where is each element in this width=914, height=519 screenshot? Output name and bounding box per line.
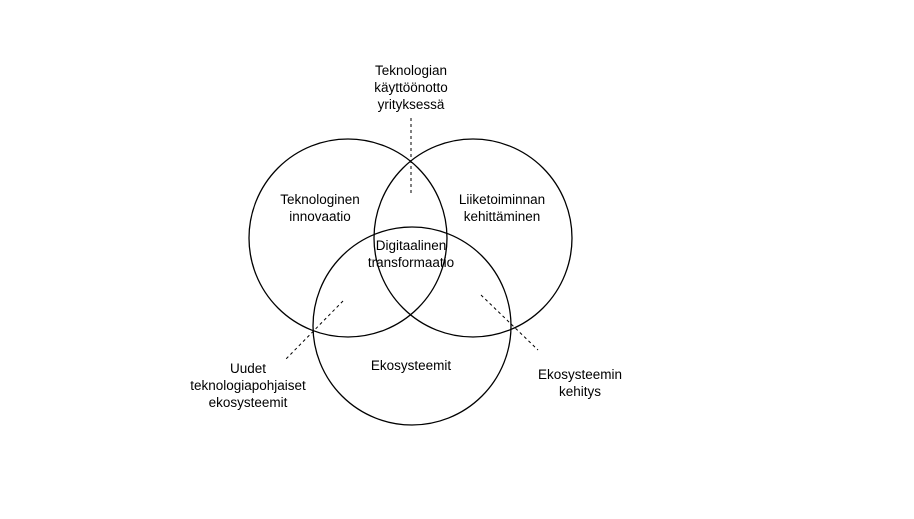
callout-technology-adoption: Teknologian käyttöönotto yrityksessä [374,63,448,112]
label-digital-transformation: Digitaalinen transformaatio [367,238,455,270]
label-ecosystems: Ekosysteemit [370,358,452,373]
circle-business-development [373,138,573,338]
callout-line-new-tech-ecosystems [284,300,344,361]
label-technology-innovation: Teknologinen innovaatio [280,192,360,224]
circle-ecosystems [312,226,512,426]
circle-technology-innovation [248,138,448,338]
callout-new-tech-ecosystems: Uudet teknologiapohjaiset ekosysteemit [190,361,306,410]
callout-line-ecosystem-development [480,294,539,351]
label-business-development: Liiketoiminnan kehittäminen [458,192,546,224]
callout-ecosystem-development: Ekosysteemin kehitys [537,367,623,399]
